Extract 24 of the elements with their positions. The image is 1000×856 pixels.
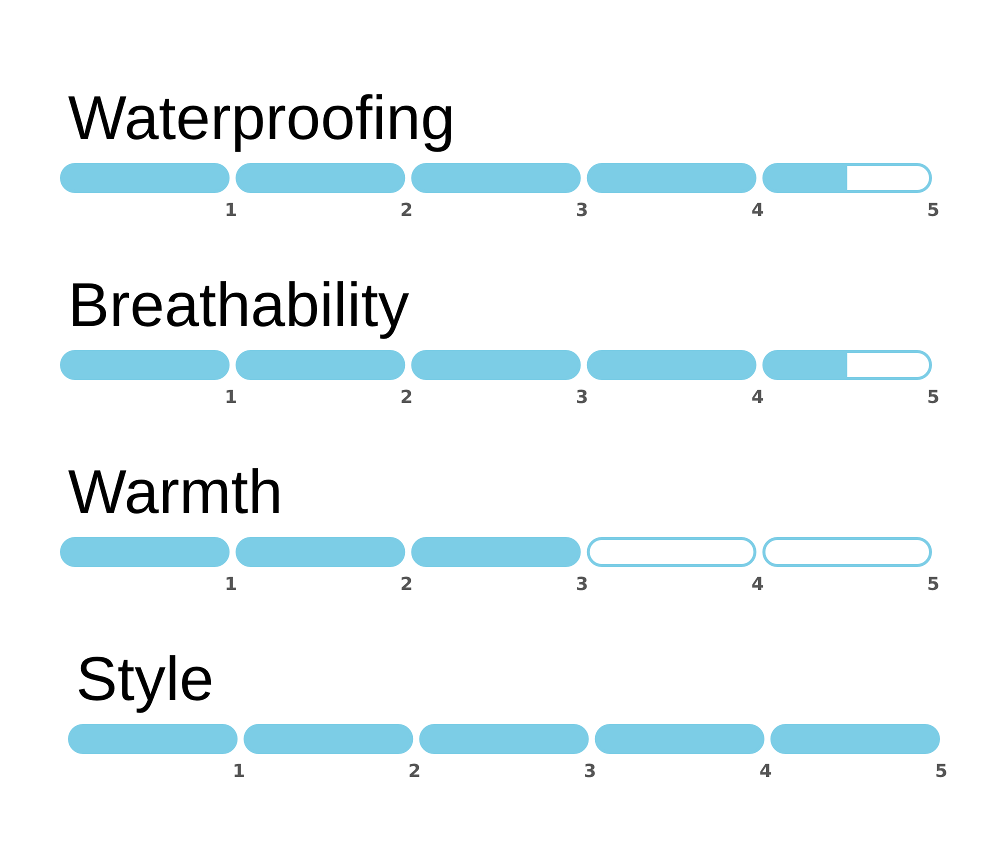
tick-label: 1 bbox=[232, 762, 246, 782]
tick-label: 5 bbox=[935, 762, 948, 782]
tick-label: 1 bbox=[224, 575, 238, 595]
tick-label: 1 bbox=[224, 201, 238, 221]
tick-label: 4 bbox=[751, 575, 764, 595]
rating-title: Style bbox=[76, 645, 214, 715]
tick-label: 2 bbox=[400, 575, 413, 595]
rating-title: Breathability bbox=[68, 271, 410, 341]
tick-label: 2 bbox=[400, 388, 413, 408]
tick-label: 3 bbox=[576, 201, 588, 221]
tick-label: 3 bbox=[584, 762, 596, 782]
tick-label: 5 bbox=[927, 201, 940, 221]
tick-label: 2 bbox=[400, 201, 413, 221]
rating-title: Waterproofing bbox=[68, 84, 456, 154]
tick-label: 4 bbox=[751, 201, 764, 221]
tick-label: 5 bbox=[927, 575, 940, 595]
rating-title: Warmth bbox=[68, 458, 283, 528]
tick-label: 3 bbox=[576, 388, 588, 408]
tick-label: 2 bbox=[408, 762, 421, 782]
tick-label: 1 bbox=[224, 388, 238, 408]
tick-label: 3 bbox=[576, 575, 588, 595]
tick-label: 4 bbox=[759, 762, 772, 782]
tick-label: 5 bbox=[927, 388, 940, 408]
tick-label: 4 bbox=[751, 388, 764, 408]
